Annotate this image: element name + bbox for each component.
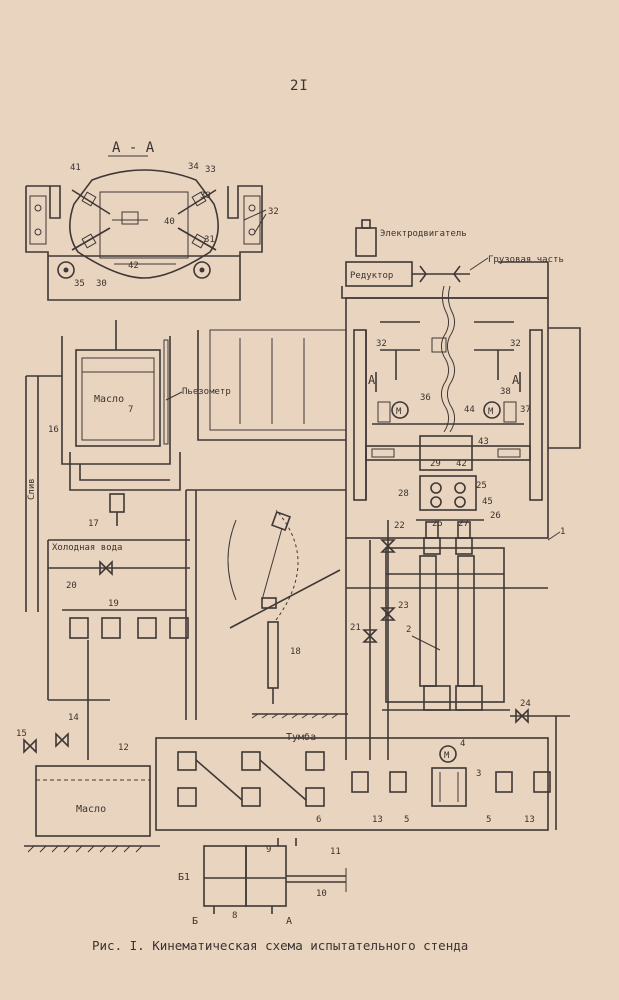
oil-reservoir: 14 15 Масло 12 [16, 699, 160, 853]
label-3: 3 [476, 769, 481, 779]
label-19: 19 [108, 599, 119, 609]
center-piping: 18 Тумба 22 23 21 [185, 329, 548, 760]
label-5-right: 5 [486, 815, 491, 825]
svg-text:M: M [396, 407, 402, 417]
label-33: 33 [205, 165, 216, 175]
label-41: 41 [70, 163, 81, 173]
label-22: 22 [394, 521, 405, 531]
label-25-lower: 25 [432, 519, 443, 529]
svg-text:M: M [488, 407, 494, 417]
label-29: 29 [430, 459, 441, 469]
label-20: 20 [66, 581, 77, 591]
label-25-upper: 25 [476, 481, 487, 491]
label-5-left: 5 [404, 815, 409, 825]
oil-tank-unit: Масло 7 16 Пьезометр 17 Холодная вода Сл… [25, 320, 231, 760]
section-arrow-a-right: А [512, 373, 520, 387]
label-32-top: 32 [268, 207, 279, 217]
pedestal-label: Тумба [286, 731, 316, 743]
label-36: 36 [420, 393, 431, 403]
page-number: 2I [290, 78, 309, 94]
label-28: 28 [398, 489, 409, 499]
label-12: 12 [118, 743, 129, 753]
label-13-right: 13 [524, 815, 535, 825]
label-30: 30 [96, 279, 107, 289]
label-8: 8 [232, 911, 237, 921]
section-arrow-a-left: А [368, 373, 376, 387]
label-21: 21 [350, 623, 361, 633]
label-7: 7 [128, 405, 133, 415]
label-31: 31 [204, 235, 215, 245]
drive-unit: Редуктор Электродвигатель Грузовая часть [341, 219, 564, 299]
label-b: Б [192, 916, 198, 927]
label-1: 1 [560, 527, 565, 537]
oil-reservoir-label: Масло [76, 804, 106, 815]
label-40: 40 [164, 217, 175, 227]
label-2: 2 [406, 625, 411, 635]
label-13: 13 [372, 815, 383, 825]
label-38: 38 [500, 387, 511, 397]
detail-cylinder: 9 11 10 8 Б1 Б А [178, 838, 347, 927]
label-a-bottom: А [286, 916, 292, 927]
piezometer-label: Пьезометр [182, 387, 231, 397]
test-chamber: А А M M 32 32 36 38 37 44 43 29 [345, 285, 581, 711]
reducer-label: Редуктор [350, 271, 393, 281]
label-23: 23 [398, 601, 409, 611]
label-32-right: 32 [510, 339, 521, 349]
label-42-top: 42 [128, 261, 139, 271]
label-6: 6 [316, 815, 321, 825]
label-14: 14 [68, 713, 79, 723]
label-45: 45 [482, 497, 493, 507]
label-15: 15 [16, 729, 27, 739]
label-10: 10 [316, 889, 327, 899]
svg-text:M: M [444, 751, 450, 761]
label-18: 18 [290, 647, 301, 657]
label-35: 35 [74, 279, 85, 289]
label-17: 17 [88, 519, 99, 529]
label-26: 26 [490, 511, 501, 521]
motor-label: Электродвигатель [380, 229, 467, 239]
label-34: 34 [188, 162, 199, 172]
oil-tank-label: Масло [94, 394, 124, 405]
label-b1: Б1 [178, 872, 190, 883]
label-27: 27 [458, 519, 469, 529]
figure-caption: Рис. I. Кинематическая схема испытательн… [92, 938, 469, 953]
label-42-main: 42 [456, 459, 467, 469]
drain-label: Слив [27, 478, 37, 500]
section-title: А - А [112, 140, 155, 156]
label-32-left: 32 [376, 339, 387, 349]
label-4: 4 [460, 739, 465, 749]
load-part-label: Грузовая часть [488, 255, 564, 265]
label-44: 44 [464, 405, 475, 415]
label-24: 24 [520, 699, 531, 709]
label-16: 16 [48, 425, 59, 435]
cold-water-label: Холодная вода [52, 543, 122, 553]
label-37: 37 [520, 405, 531, 415]
valve-bank: 6 13 5 M 4 3 5 13 24 [155, 699, 570, 831]
label-11: 11 [330, 847, 341, 857]
section-a-a: А - А 41 34 33 39 40 32 31 4 [25, 140, 279, 301]
label-43: 43 [478, 437, 489, 447]
label-39: 39 [200, 191, 211, 201]
label-9: 9 [266, 845, 271, 855]
